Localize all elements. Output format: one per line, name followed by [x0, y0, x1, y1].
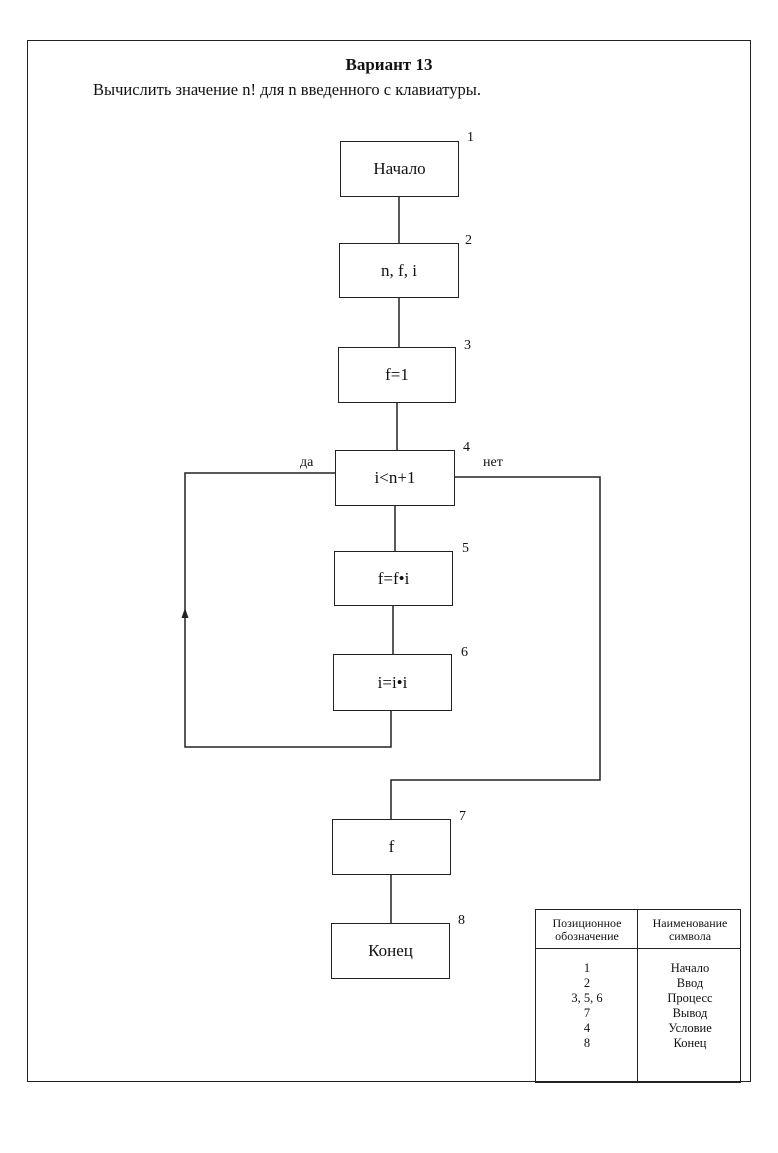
- legend-position: 4: [583, 1021, 591, 1035]
- block-output: f: [332, 819, 451, 875]
- block-init: f=1: [338, 347, 456, 403]
- legend-position-column: 1 2 3, 5, 6 7 4 8: [536, 961, 638, 1051]
- legend-position: 7: [583, 1006, 591, 1020]
- branch-label-no: нет: [483, 455, 503, 470]
- block-number: 1: [467, 130, 474, 145]
- legend-position: 3, 5, 6: [571, 991, 603, 1005]
- page-frame: [27, 40, 751, 1082]
- block-number: 7: [459, 809, 466, 824]
- legend-name: Ввод: [676, 976, 704, 990]
- legend-position: 1: [583, 961, 591, 975]
- block-number: 6: [461, 645, 468, 660]
- legend-header-position: Позиционное обозначение: [552, 915, 622, 943]
- branch-label-yes: да: [300, 455, 314, 470]
- loop-arrow-icon: [181, 608, 189, 618]
- block-number: 2: [465, 233, 472, 248]
- legend-name: Условие: [668, 1021, 712, 1035]
- block-start: Начало: [340, 141, 459, 197]
- legend-name-column: Начало Ввод Процесс Вывод Условие Конец: [638, 961, 742, 1051]
- block-number: 4: [463, 440, 470, 455]
- legend-position: 2: [583, 976, 591, 990]
- block-number: 8: [458, 913, 465, 928]
- legend-header-name: Наименование символа: [652, 915, 728, 943]
- legend-position: 8: [583, 1036, 591, 1050]
- block-number: 3: [464, 338, 471, 353]
- block-increment: i=i•i: [333, 654, 452, 711]
- loop-back-path: [184, 472, 392, 748]
- block-multiply: f=f•i: [334, 551, 453, 606]
- legend-divider: [536, 948, 740, 949]
- legend-divider: [637, 910, 638, 1082]
- legend-name: Вывод: [672, 1006, 708, 1020]
- task-text: Вычислить значение n! для n введенного с…: [93, 80, 481, 99]
- legend-table: Позиционное обозначение Наименование сим…: [535, 909, 741, 1083]
- legend-name: Конец: [673, 1036, 707, 1050]
- legend-name: Процесс: [667, 991, 713, 1005]
- block-input: n, f, i: [339, 243, 459, 298]
- page-title: Вариант 13: [345, 55, 433, 74]
- exit-path: [390, 476, 601, 819]
- block-number: 5: [462, 541, 469, 556]
- block-condition: i<n+1: [335, 450, 455, 506]
- block-end: Конец: [331, 923, 450, 979]
- legend-name: Начало: [670, 961, 710, 975]
